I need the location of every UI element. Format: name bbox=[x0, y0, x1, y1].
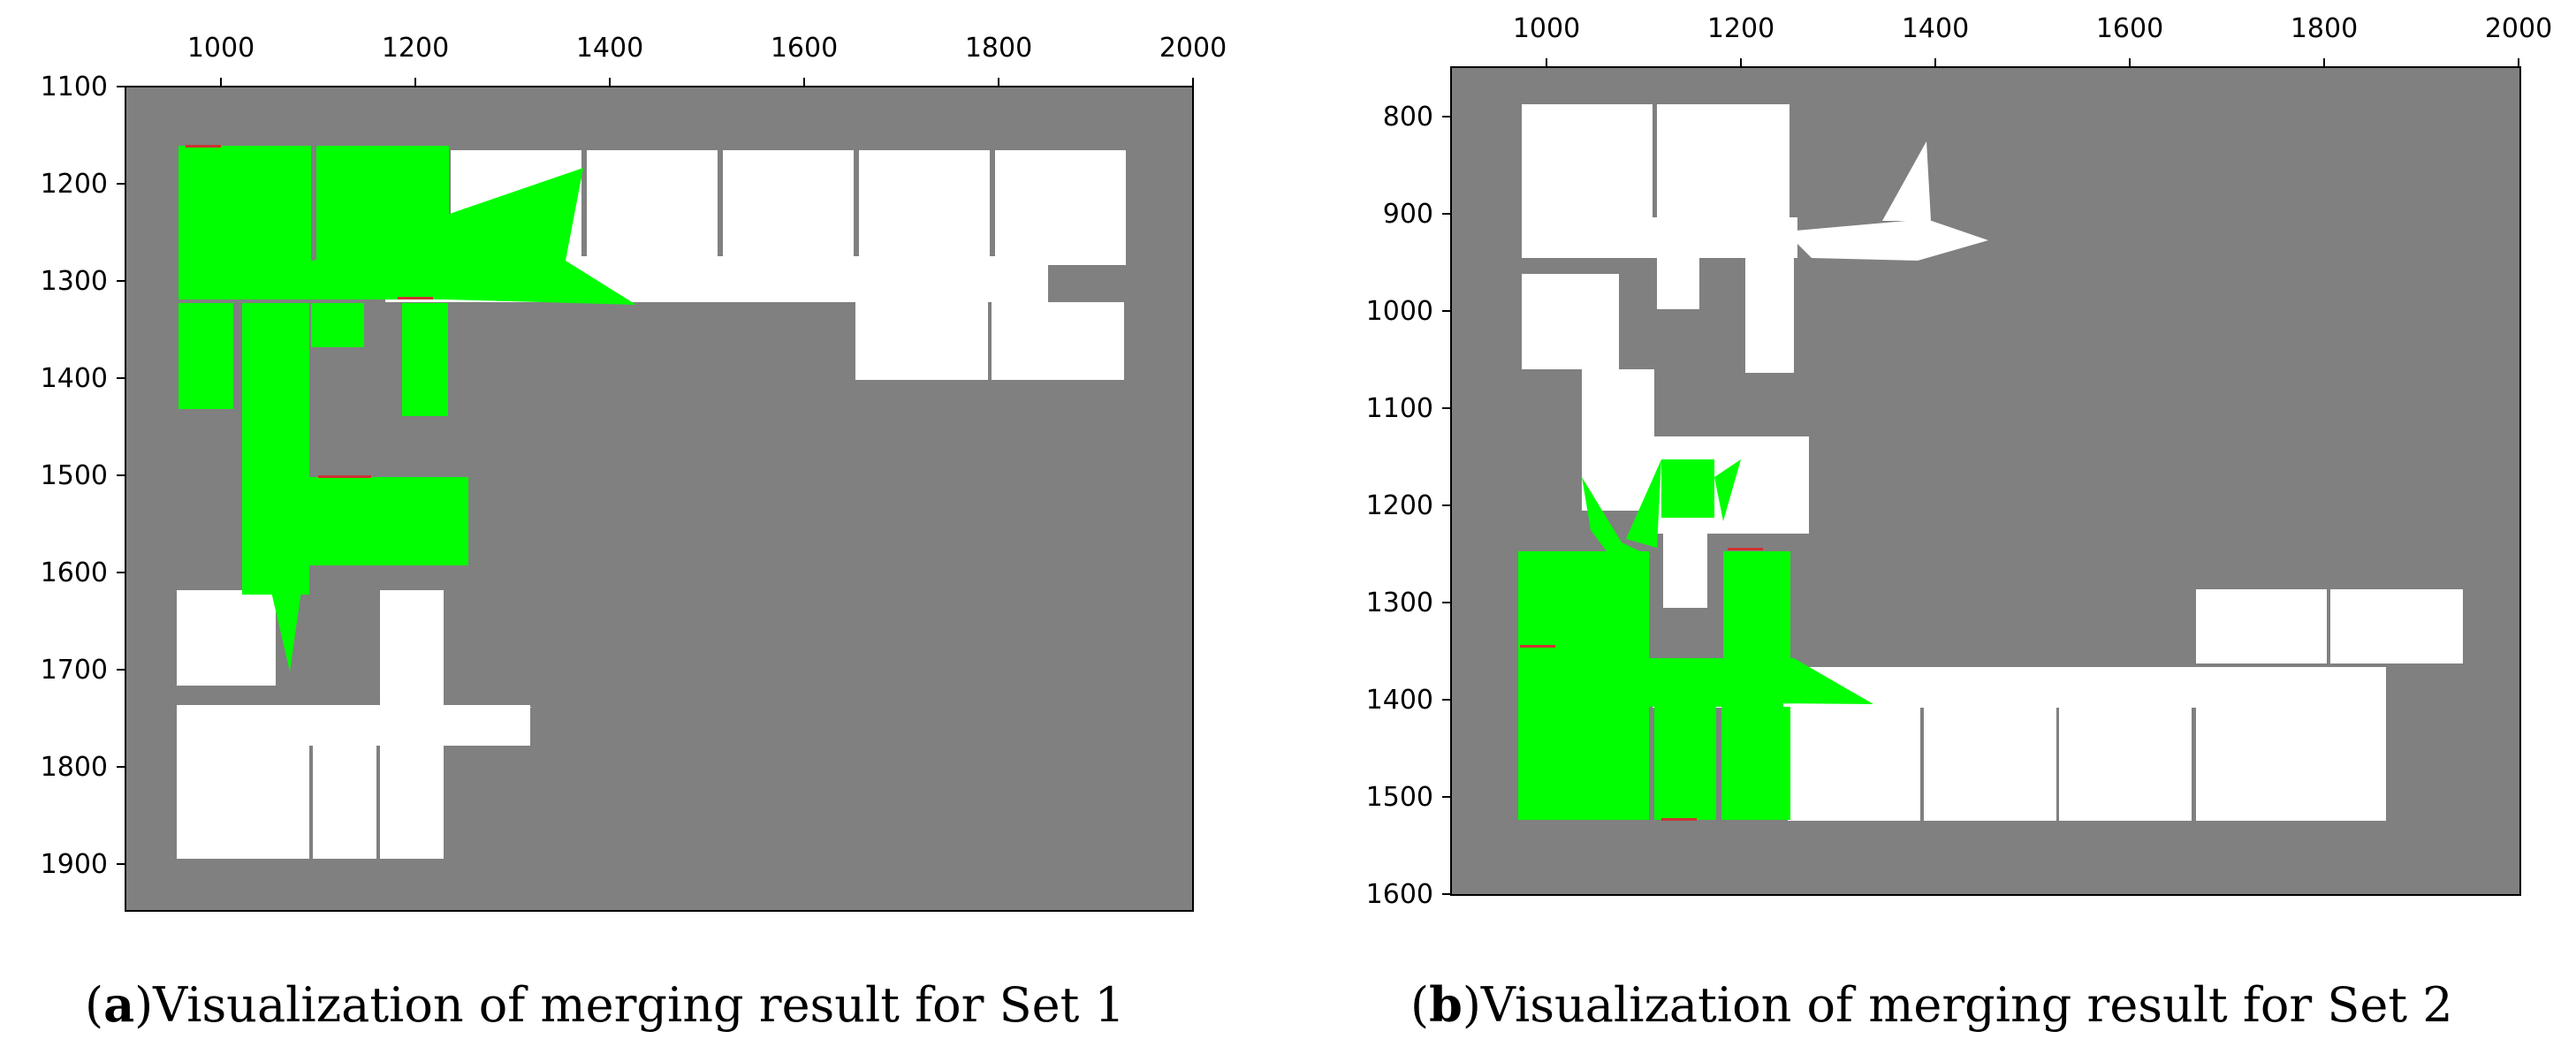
y-tick-label: 1500 bbox=[1366, 782, 1433, 813]
free-space-map1-b bbox=[1522, 104, 2463, 821]
panel-a: 1000 1200 1400 1600 1800 2000 1100 1200 … bbox=[41, 33, 1227, 1033]
y-tick-label: 1300 bbox=[41, 266, 108, 297]
y-ticks-a: 1100 1200 1300 1400 1500 1600 1700 1800 … bbox=[41, 72, 125, 880]
y-tick-label: 1900 bbox=[41, 849, 108, 880]
y-tick-b: 1100 bbox=[1366, 393, 1451, 424]
y-tick-label: 1400 bbox=[1366, 685, 1433, 716]
y-tick-a: 1600 bbox=[41, 557, 125, 588]
x-tick-label: 1000 bbox=[187, 33, 255, 64]
x-tick-b: 1400 bbox=[1902, 13, 1969, 67]
y-tick-b: 1400 bbox=[1366, 685, 1451, 716]
y-tick-label: 1100 bbox=[41, 72, 108, 102]
y-tick-label: 1100 bbox=[1366, 393, 1433, 424]
axes-frame-a bbox=[125, 86, 1194, 912]
free-space-map2-a bbox=[179, 146, 636, 671]
y-tick-a: 1100 bbox=[41, 72, 125, 102]
x-tick-a: 2000 bbox=[1159, 33, 1227, 87]
x-tick-b: 1200 bbox=[1707, 13, 1774, 67]
x-tick-b: 2000 bbox=[2485, 13, 2552, 67]
panel-b: 1000 1200 1400 1600 1800 2000 800 900 10… bbox=[1366, 13, 2553, 1033]
caption-b: (b)Visualization of merging result for S… bbox=[1410, 976, 2453, 1033]
y-tick-label: 1600 bbox=[1366, 879, 1433, 910]
y-tick-label: 1600 bbox=[41, 557, 108, 588]
y-tick-a: 1400 bbox=[41, 363, 125, 394]
x-ticks-b: 1000 1200 1400 1600 1800 2000 bbox=[1513, 13, 2552, 67]
x-tick-b: 1600 bbox=[2096, 13, 2163, 67]
y-tick-a: 1800 bbox=[41, 752, 125, 783]
caption-letter-a: a bbox=[103, 976, 134, 1033]
x-tick-label: 1400 bbox=[1902, 13, 1969, 44]
y-tick-b: 1200 bbox=[1366, 490, 1451, 521]
y-ticks-b: 800 900 1000 1100 1200 1300 1400 1500 16… bbox=[1366, 102, 1451, 910]
y-tick-a: 1700 bbox=[41, 655, 125, 686]
y-tick-b: 1300 bbox=[1366, 588, 1451, 618]
x-tick-label: 2000 bbox=[2485, 13, 2552, 44]
caption-text-a: Visualization of merging result for Set … bbox=[152, 977, 1125, 1033]
x-tick-label: 1600 bbox=[2096, 13, 2163, 44]
x-tick-label: 1000 bbox=[1513, 13, 1580, 44]
y-tick-label: 1700 bbox=[41, 655, 108, 686]
x-ticks-a: 1000 1200 1400 1600 1800 2000 bbox=[187, 33, 1227, 87]
x-tick-label: 1200 bbox=[1707, 13, 1774, 44]
y-tick-label: 900 bbox=[1383, 199, 1433, 230]
x-tick-b: 1000 bbox=[1513, 13, 1580, 67]
x-tick-label: 1800 bbox=[965, 33, 1032, 64]
x-tick-a: 1000 bbox=[187, 33, 255, 87]
y-tick-label: 1300 bbox=[1366, 588, 1433, 618]
x-tick-b: 1800 bbox=[2291, 13, 2358, 67]
x-tick-a: 1200 bbox=[382, 33, 449, 87]
x-tick-label: 1800 bbox=[2291, 13, 2358, 44]
y-tick-label: 1000 bbox=[1366, 296, 1433, 327]
x-tick-a: 1400 bbox=[576, 33, 643, 87]
caption-text-b: Visualization of merging result for Set … bbox=[1480, 977, 2453, 1033]
y-tick-b: 800 bbox=[1383, 102, 1451, 133]
x-tick-label: 1600 bbox=[771, 33, 838, 64]
obstacle-marks-b bbox=[1520, 548, 1763, 821]
y-tick-b: 1500 bbox=[1366, 782, 1451, 813]
x-tick-a: 1800 bbox=[965, 33, 1032, 87]
y-tick-a: 1300 bbox=[41, 266, 125, 297]
x-tick-label: 1400 bbox=[576, 33, 643, 64]
axes-frame-b bbox=[1450, 66, 2521, 896]
caption-a: (a)Visualization of merging result for S… bbox=[85, 976, 1125, 1033]
y-tick-label: 800 bbox=[1383, 102, 1433, 133]
obstacle-marks-a bbox=[186, 145, 433, 478]
y-tick-label: 1800 bbox=[41, 752, 108, 783]
y-tick-label: 1500 bbox=[41, 460, 108, 491]
y-tick-label: 1200 bbox=[1366, 490, 1433, 521]
y-tick-a: 1500 bbox=[41, 460, 125, 491]
y-tick-a: 1900 bbox=[41, 849, 125, 880]
x-tick-a: 1600 bbox=[771, 33, 838, 87]
y-tick-b: 900 bbox=[1383, 199, 1451, 230]
y-tick-label: 1200 bbox=[41, 169, 108, 200]
caption-letter-b: b bbox=[1429, 976, 1463, 1033]
y-tick-label: 1400 bbox=[41, 363, 108, 394]
y-tick-a: 1200 bbox=[41, 169, 125, 200]
x-tick-label: 2000 bbox=[1159, 33, 1227, 64]
x-tick-label: 1200 bbox=[382, 33, 449, 64]
y-tick-b: 1000 bbox=[1366, 296, 1451, 327]
y-tick-b: 1600 bbox=[1366, 879, 1451, 910]
